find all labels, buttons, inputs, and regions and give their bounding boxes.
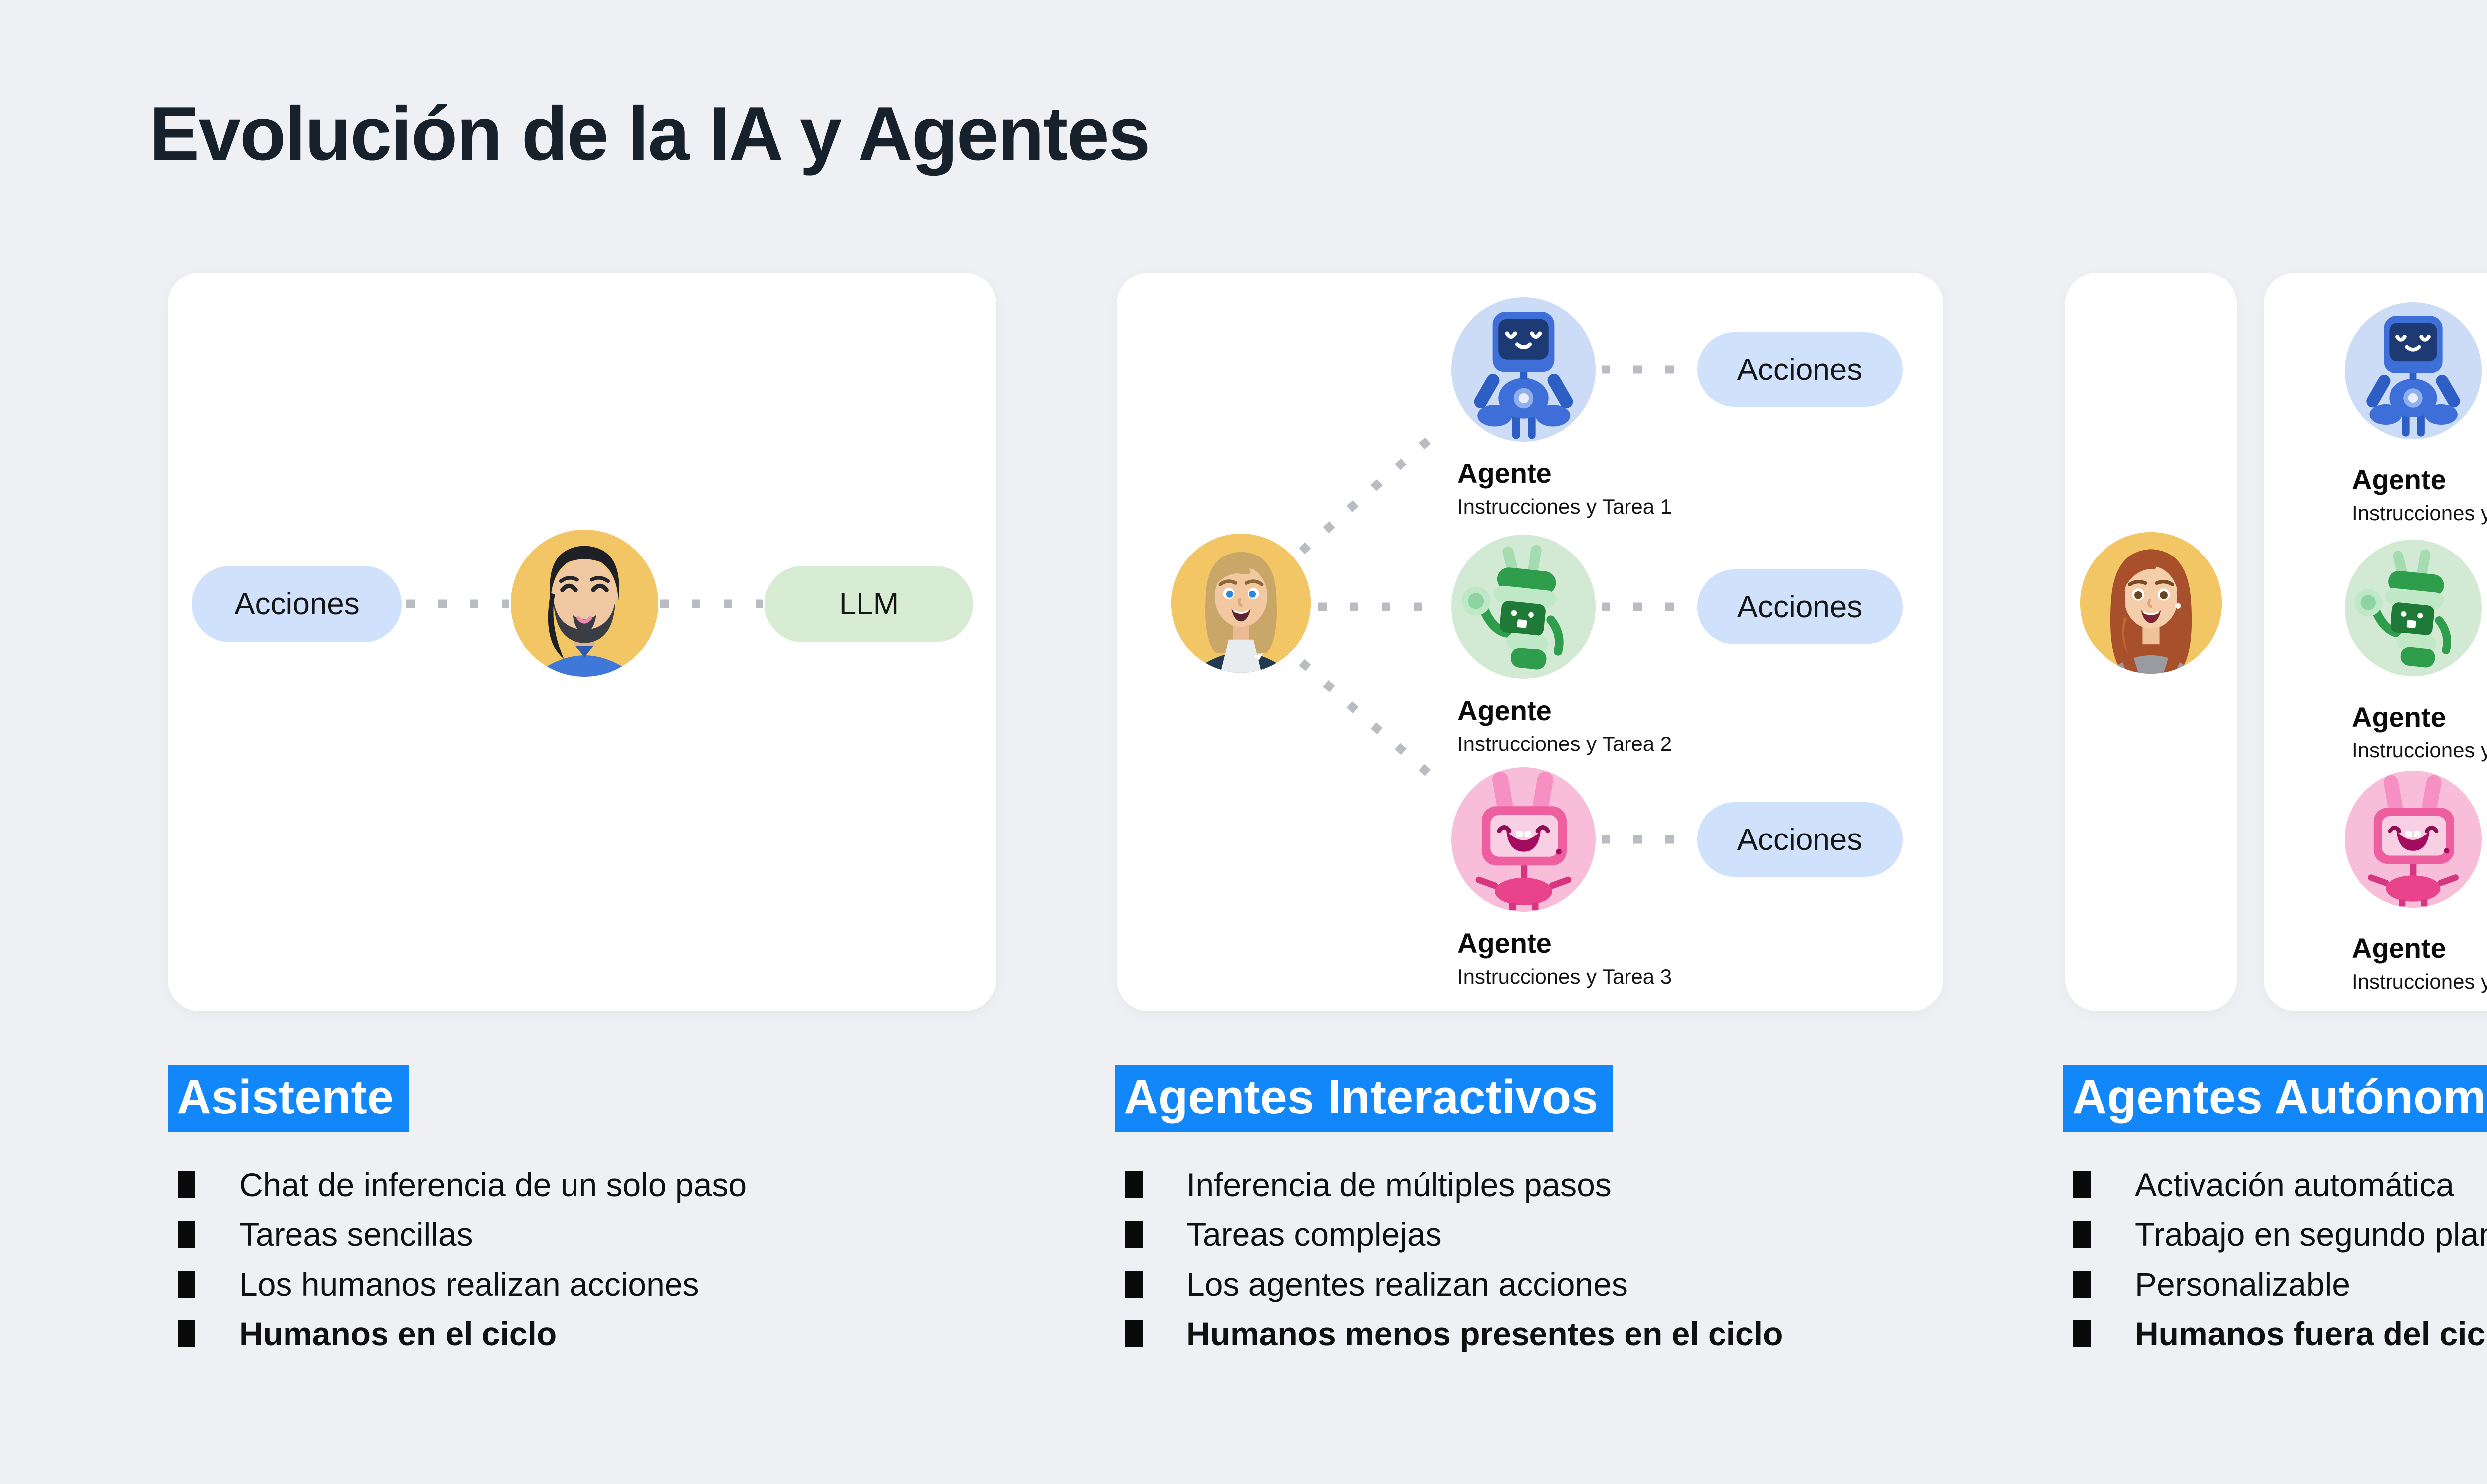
acciones-label: Acciones bbox=[1737, 822, 1863, 857]
square-bullet-icon bbox=[178, 1171, 195, 1198]
assistant-caption: Asistente Chat de inferencia de un solo … bbox=[168, 1065, 1093, 1359]
autonomous-user-card bbox=[2065, 273, 2237, 1011]
section-heading: Agentes Interactivos bbox=[1115, 1065, 1614, 1132]
acciones-pill: Acciones bbox=[1697, 802, 1903, 877]
bullet-item: Los agentes realizan acciones bbox=[1115, 1259, 2040, 1309]
bullet-list: Chat de inferencia de un solo paso Tarea… bbox=[168, 1160, 1093, 1359]
bullet-list: Activación automática Trabajo en segundo… bbox=[2063, 1160, 2487, 1359]
agent-name: Agente bbox=[2352, 932, 2446, 964]
agent-name: Agente bbox=[1457, 928, 1552, 959]
square-bullet-icon bbox=[2073, 1221, 2091, 1248]
acciones-pill: Acciones bbox=[1697, 332, 1903, 407]
llm-label: LLM bbox=[839, 587, 899, 621]
square-bullet-icon bbox=[1125, 1271, 1143, 1298]
square-bullet-icon bbox=[2073, 1320, 2091, 1347]
acciones-label: Acciones bbox=[1737, 589, 1863, 624]
green-robot-agent-icon bbox=[1451, 535, 1596, 679]
agent-name: Agente bbox=[1457, 695, 1552, 726]
bullet-item: Personalizable bbox=[2063, 1259, 2487, 1309]
page-title: Evolución de la IA y Agentes bbox=[149, 92, 1150, 176]
assistant-diagram-card: Acciones LLM bbox=[168, 273, 996, 1011]
section-heading: Agentes Autónomos bbox=[2063, 1065, 2487, 1132]
bullet-item: Humanos en el ciclo bbox=[168, 1309, 1093, 1359]
agent-name: Agente bbox=[2352, 464, 2446, 495]
interactive-agents-diagram-card: Agente Instrucciones y Tarea 1 Acciones … bbox=[1117, 273, 1943, 1011]
bullet-item: Activación automática bbox=[2063, 1160, 2487, 1209]
green-robot-agent-icon bbox=[2345, 540, 2482, 676]
bullet-item: Trabajo en segundo plano bbox=[2063, 1209, 2487, 1259]
agent-task: Instrucciones y Tarea 2 bbox=[1457, 732, 1672, 756]
blue-robot-agent-icon bbox=[1451, 297, 1596, 442]
autonomous-agents-diagram-card: Agente Instrucciones y Tarea 1 Acciones … bbox=[2264, 273, 2487, 1011]
square-bullet-icon bbox=[2073, 1171, 2091, 1198]
bullet-item: Tareas complejas bbox=[1115, 1209, 2040, 1259]
bullet-item: Humanos fuera del ciclo bbox=[2063, 1309, 2487, 1359]
square-bullet-icon bbox=[2073, 1271, 2091, 1298]
agent-label: Agente Instrucciones y Tarea 1 bbox=[1457, 458, 1672, 521]
agent-name: Agente bbox=[2352, 701, 2446, 733]
bullet-item: Inferencia de múltiples pasos bbox=[1115, 1160, 2040, 1209]
agent-label: Agente Instrucciones y Tarea 2 bbox=[1457, 695, 1672, 758]
bullet-item: Los humanos realizan acciones bbox=[168, 1259, 1093, 1309]
agent-task: Instrucciones y Tarea 1 bbox=[2352, 501, 2487, 525]
autonomous-agents-caption: Agentes Autónomos Activación automática … bbox=[2063, 1065, 2487, 1359]
acciones-pill: Acciones bbox=[192, 566, 402, 642]
acciones-label: Acciones bbox=[234, 587, 360, 621]
acciones-label: Acciones bbox=[1737, 352, 1863, 387]
agent-label: Agente Instrucciones y Tarea 3 bbox=[1457, 928, 1672, 991]
square-bullet-icon bbox=[178, 1320, 195, 1347]
agent-label: Agente Instrucciones y Tarea 3 bbox=[2352, 932, 2487, 996]
agent-name: Agente bbox=[1457, 458, 1552, 489]
bullet-item: Chat de inferencia de un solo paso bbox=[168, 1160, 1093, 1209]
blue-robot-agent-icon bbox=[2345, 302, 2482, 439]
llm-pill: LLM bbox=[765, 566, 973, 642]
bullet-item: Tareas sencillas bbox=[168, 1209, 1093, 1259]
bullet-list: Inferencia de múltiples pasos Tareas com… bbox=[1115, 1160, 2040, 1359]
bearded-man-avatar bbox=[511, 530, 658, 677]
red-haired-woman-avatar bbox=[2080, 532, 2222, 674]
agent-task: Instrucciones y Tarea 3 bbox=[1457, 965, 1672, 989]
agent-label: Agente Instrucciones y Tarea 2 bbox=[2352, 701, 2487, 764]
agent-task: Instrucciones y Tarea 1 bbox=[1457, 495, 1672, 519]
interactive-agents-caption: Agentes Interactivos Inferencia de múlti… bbox=[1115, 1065, 2040, 1359]
square-bullet-icon bbox=[1125, 1320, 1143, 1347]
square-bullet-icon bbox=[178, 1221, 195, 1248]
agent-task: Instrucciones y Tarea 2 bbox=[2352, 739, 2487, 762]
blonde-woman-avatar bbox=[1171, 534, 1311, 673]
pink-robot-agent-icon bbox=[1451, 767, 1596, 912]
square-bullet-icon bbox=[178, 1271, 195, 1298]
agent-task: Instrucciones y Tarea 3 bbox=[2352, 970, 2487, 994]
square-bullet-icon bbox=[1125, 1171, 1143, 1198]
bullet-item: Humanos menos presentes en el ciclo bbox=[1115, 1309, 2040, 1359]
pink-robot-agent-icon bbox=[2345, 771, 2482, 908]
agent-label: Agente Instrucciones y Tarea 1 bbox=[2352, 464, 2487, 527]
acciones-pill: Acciones bbox=[1697, 569, 1903, 644]
square-bullet-icon bbox=[1125, 1221, 1143, 1248]
section-heading: Asistente bbox=[168, 1065, 409, 1132]
